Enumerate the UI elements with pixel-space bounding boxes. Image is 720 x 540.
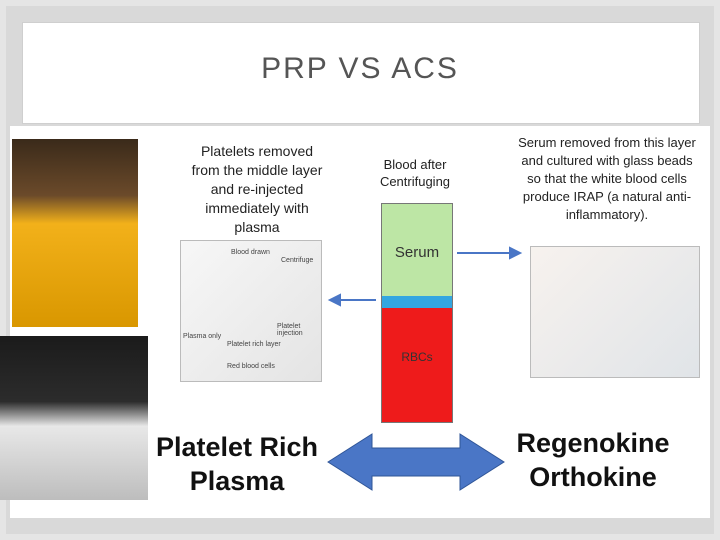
prp-name: Platelet Rich Plasma <box>155 432 319 496</box>
serum-label: Serum <box>394 244 440 261</box>
plasma-only-caption: Plasma only <box>183 333 222 340</box>
athlete-photo-bottom <box>0 336 148 500</box>
platelet-layer <box>382 296 452 308</box>
platelet-injection-caption: Platelet injection <box>277 323 303 337</box>
rbc-label: RBCs <box>401 350 433 364</box>
serum-layer: Serum <box>382 204 452 296</box>
prp-description: Platelets removed from the middle layer … <box>191 143 323 235</box>
left-arrow <box>327 293 376 307</box>
right-arrow <box>457 246 523 260</box>
athlete-photo-top <box>12 139 138 327</box>
centrifuge-caption-label: Centrifuge <box>281 257 314 264</box>
rbc-layer: RBCs <box>382 308 452 422</box>
title-area <box>22 22 700 124</box>
centrifuge-caption: Blood after Centrifuging <box>379 157 451 189</box>
acs-procedure-illustration <box>530 246 700 378</box>
blood-tube: Serum RBCs <box>381 203 453 423</box>
prp-procedure-illustration: Blood drawn Centrifuge Plasma only Plate… <box>180 240 322 382</box>
double-arrow <box>327 433 505 491</box>
slide-title: PRP VS ACS <box>261 52 459 85</box>
acs-description: Serum removed from this layer and cultur… <box>518 135 696 222</box>
acs-name: Regenokine Orthokine <box>516 428 670 492</box>
red-blood-cells-caption: Red blood cells <box>227 363 275 370</box>
platelet-rich-caption: Platelet rich layer <box>227 341 281 348</box>
blood-drawn-caption: Blood drawn <box>231 249 270 256</box>
